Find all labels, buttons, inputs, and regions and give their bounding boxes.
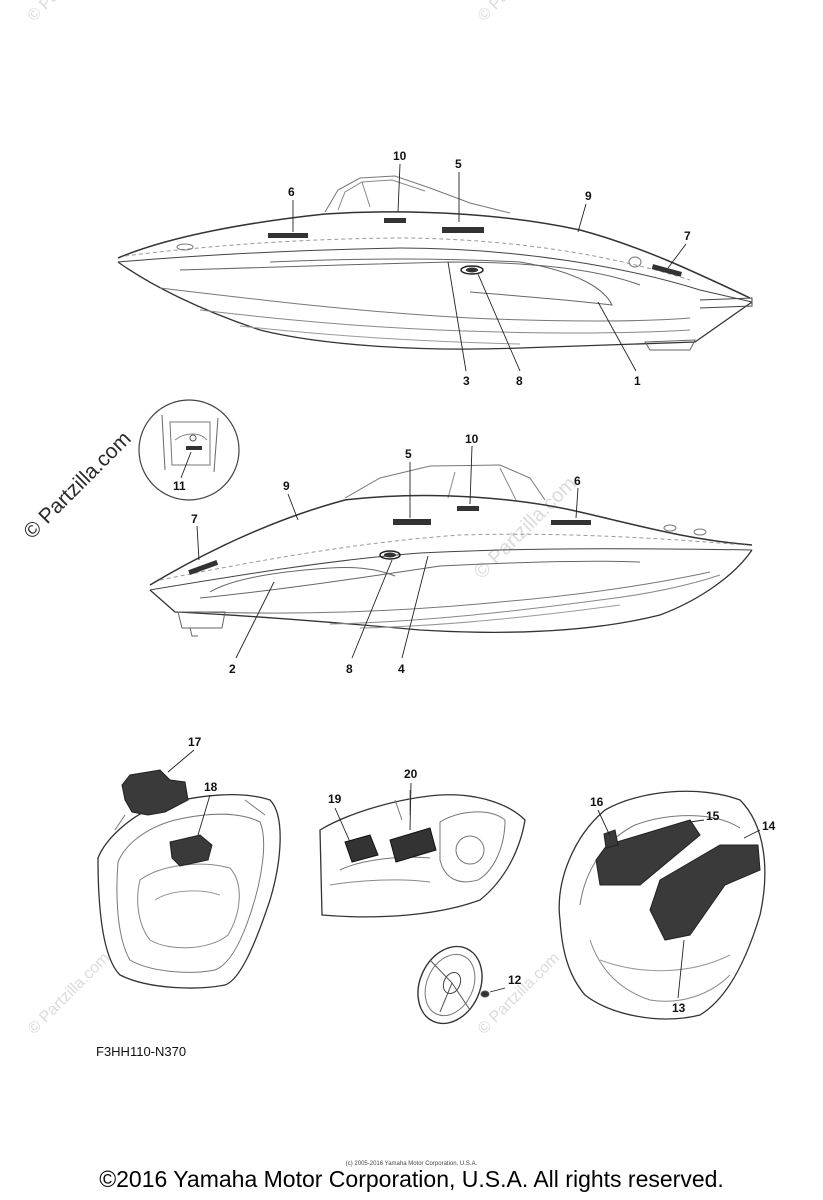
helm-mats-19-20 bbox=[344, 827, 437, 863]
callout-17: 17 bbox=[188, 735, 202, 749]
callout-19: 19 bbox=[328, 792, 342, 806]
decal-6-label bbox=[551, 520, 591, 525]
callout-4: 4 bbox=[398, 662, 405, 676]
mat-16 bbox=[603, 829, 619, 849]
bow-mats-13-16 bbox=[595, 819, 761, 941]
decal-5-label bbox=[442, 227, 484, 233]
callout-9: 9 bbox=[283, 479, 290, 493]
decal-7-label bbox=[651, 264, 683, 277]
callout-3: 3 bbox=[463, 374, 470, 388]
figure-code: F3HH110-N370 bbox=[96, 1044, 187, 1059]
callout-numbers: 10 5 6 9 7 3 8 1 10 5 6 9 7 11 2 8 4 17 … bbox=[173, 149, 776, 1015]
bow-view bbox=[558, 790, 766, 1020]
callout-10: 10 bbox=[393, 149, 407, 163]
boat-port-decals bbox=[188, 506, 591, 575]
callout-16: 16 bbox=[590, 795, 604, 809]
mat-17 bbox=[121, 769, 189, 816]
callout-6: 6 bbox=[574, 474, 581, 488]
callout-2: 2 bbox=[229, 662, 236, 676]
boat-starboard-decals bbox=[268, 218, 683, 277]
deck-mats-17-18 bbox=[121, 769, 213, 867]
small-copyright: (c) 2005-2016 Yamaha Motor Corporation, … bbox=[345, 1161, 478, 1167]
callout-9: 9 bbox=[585, 189, 592, 203]
callout-12: 12 bbox=[508, 973, 522, 987]
callout-11: 11 bbox=[173, 479, 186, 493]
callout-14: 14 bbox=[762, 819, 776, 833]
callout-15: 15 bbox=[706, 809, 720, 823]
mat-14-13 bbox=[649, 844, 761, 941]
callout-7: 7 bbox=[191, 512, 198, 526]
callout-18: 18 bbox=[204, 780, 218, 794]
decal-10-emblem bbox=[457, 506, 479, 511]
callout-13: 13 bbox=[672, 1001, 686, 1015]
watermark-main: © Partzilla.com bbox=[19, 427, 135, 543]
decal-6-label bbox=[268, 233, 308, 238]
decal-8-badge bbox=[466, 267, 478, 273]
callout-6: 6 bbox=[288, 185, 295, 199]
decal-5-label bbox=[393, 519, 431, 525]
boat-starboard-view bbox=[117, 175, 753, 351]
callout-5: 5 bbox=[405, 447, 412, 461]
watermark-faint: © Partzilla.com bbox=[25, 950, 113, 1038]
callout-8: 8 bbox=[346, 662, 353, 676]
deck-view-left bbox=[97, 793, 281, 989]
watermark-faint: © Partzilla.com bbox=[25, 0, 113, 25]
boat-port-view bbox=[149, 464, 753, 637]
steering-wheel bbox=[417, 945, 490, 1025]
decal-10-emblem bbox=[384, 218, 406, 223]
callout-7: 7 bbox=[684, 229, 691, 243]
callout-8: 8 bbox=[516, 374, 523, 388]
mat-20 bbox=[389, 827, 437, 863]
callout-20: 20 bbox=[404, 767, 418, 781]
mat-19 bbox=[344, 834, 379, 863]
callout-10: 10 bbox=[465, 432, 479, 446]
leader-lines bbox=[167, 163, 761, 999]
copyright-footer: ©2016 Yamaha Motor Corporation, U.S.A. A… bbox=[99, 1166, 724, 1192]
mat-18 bbox=[169, 834, 213, 867]
watermark-faint: © Partzilla.com bbox=[470, 473, 581, 584]
watermark-faint: © Partzilla.com bbox=[475, 0, 563, 25]
mat-15 bbox=[595, 819, 701, 886]
decal-8-badge bbox=[384, 552, 396, 558]
decal-7-label bbox=[188, 559, 219, 575]
detail-circle-11 bbox=[138, 399, 240, 501]
helm-view bbox=[319, 790, 526, 918]
callout-1: 1 bbox=[634, 374, 641, 388]
callout-5: 5 bbox=[455, 157, 462, 171]
